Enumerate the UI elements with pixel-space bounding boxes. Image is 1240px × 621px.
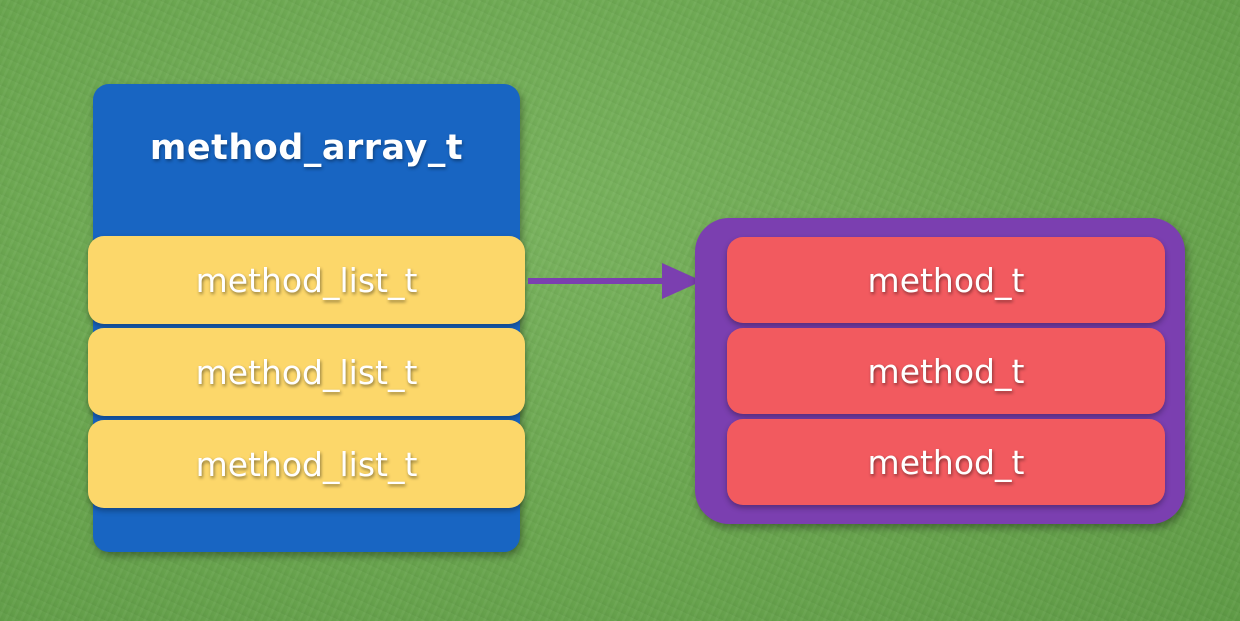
method-item: method_t — [727, 328, 1165, 414]
method-item: method_t — [727, 237, 1165, 323]
method-array-title: method_array_t — [149, 128, 464, 168]
method-item: method_t — [727, 419, 1165, 505]
arrow-head — [662, 263, 702, 299]
method-list-item: method_list_t — [88, 420, 525, 508]
method-list-item: method_list_t — [88, 328, 525, 416]
method-list-item: method_list_t — [88, 236, 525, 324]
